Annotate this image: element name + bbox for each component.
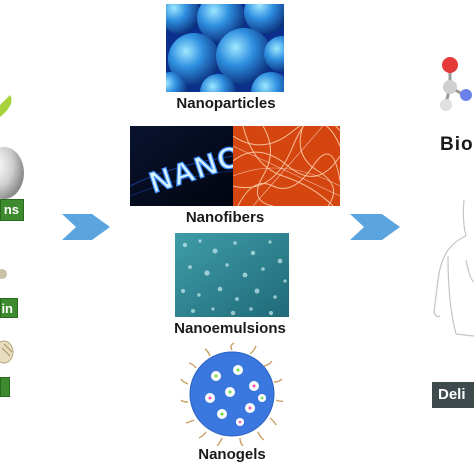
human-body-outline xyxy=(426,200,474,370)
nanofibers-label: Nanofibers xyxy=(185,209,265,226)
nanoemulsions-image xyxy=(175,233,289,317)
nanofibers-image xyxy=(233,126,340,206)
nano-text-image: NANO xyxy=(130,126,233,206)
left-bottom-image xyxy=(0,338,16,366)
nanogels-label: Nanogels xyxy=(198,446,266,463)
nanogels-image xyxy=(180,342,284,446)
left-item-image xyxy=(0,268,12,280)
left-green-box-1: ns xyxy=(0,199,24,221)
left-green-box-2: in xyxy=(0,298,18,318)
left-sphere-image xyxy=(0,145,24,201)
right-chevron-arrow-icon xyxy=(350,212,402,242)
left-leaf-fragment xyxy=(0,95,14,117)
nanoparticles-label: Nanoparticles xyxy=(176,95,276,112)
molecule-icon xyxy=(432,55,474,115)
right-top-label: Bio xyxy=(440,134,474,155)
left-chevron-arrow-icon xyxy=(62,212,112,242)
left-green-box-3 xyxy=(0,377,10,397)
nanoemulsions-label: Nanoemulsions xyxy=(174,320,286,337)
right-gray-box: Deli xyxy=(432,382,474,408)
nanoparticles-image xyxy=(166,4,284,92)
